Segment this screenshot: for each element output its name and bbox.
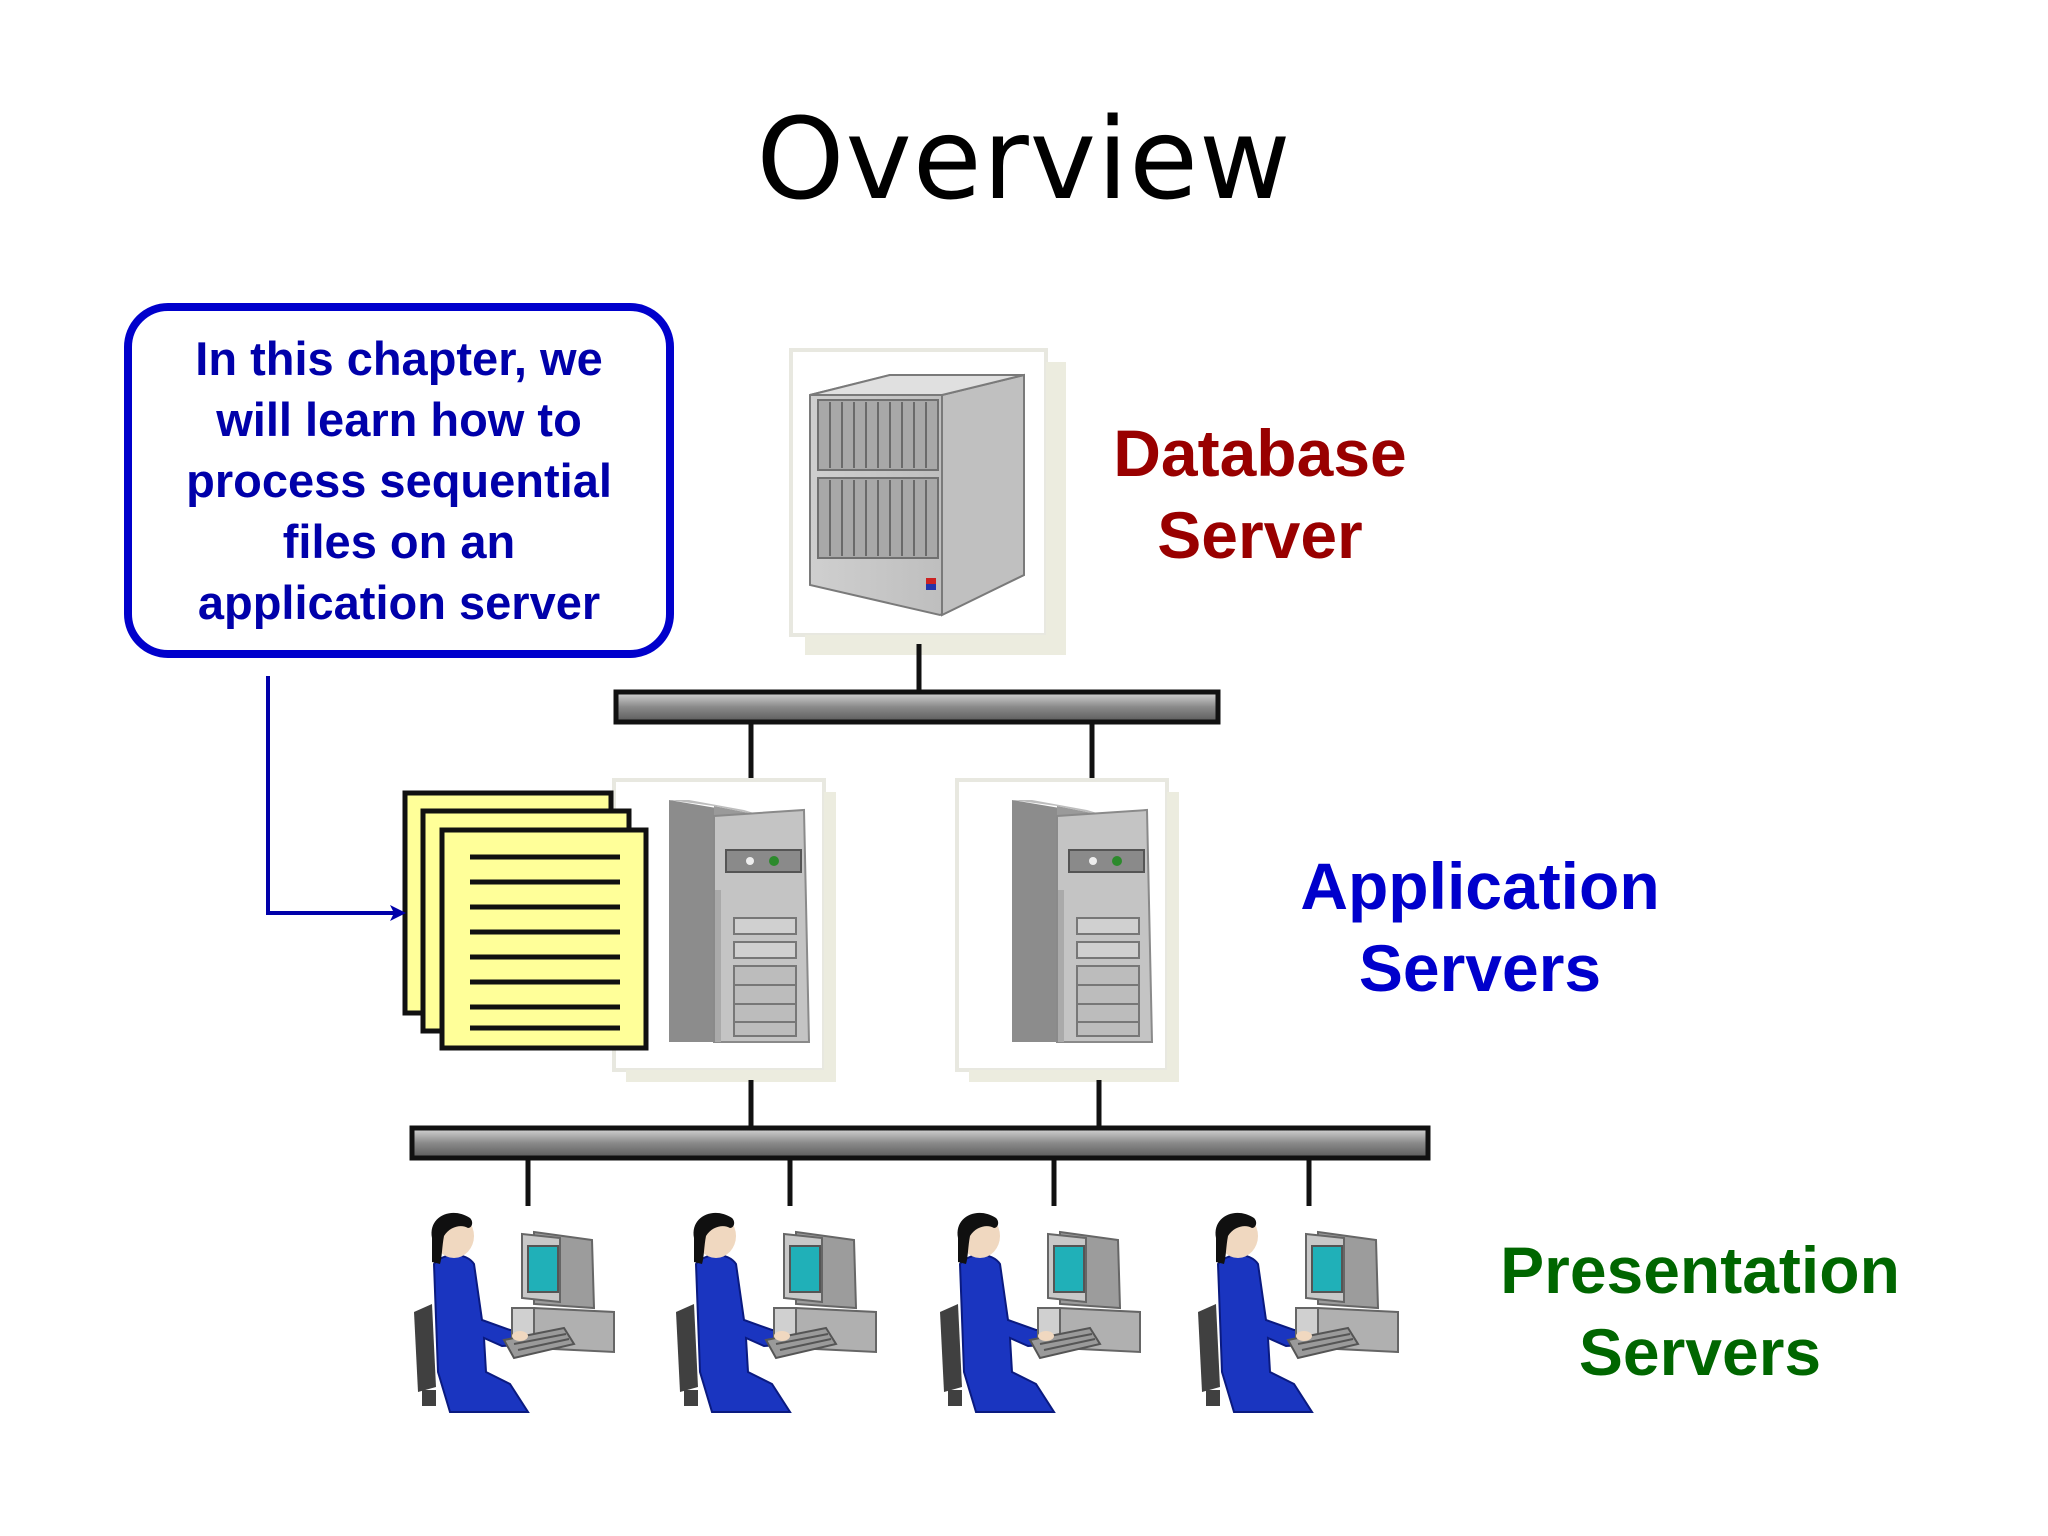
workstation-icon-4: [1197, 1211, 1399, 1413]
callout-line-5: application server: [197, 576, 601, 629]
callout-line-1: In this chapter, we: [195, 332, 603, 385]
database-server-label-line-1: Database: [1113, 416, 1407, 490]
upper-network-bus: [613, 689, 1221, 725]
database-server-icon: [789, 348, 1066, 655]
application-servers-label: Application Servers: [1270, 845, 1690, 1009]
database-server-label-line-2: Server: [1157, 498, 1363, 572]
presentation-servers-label: Presentation Servers: [1455, 1229, 1945, 1393]
workstation-icon-3: [939, 1211, 1141, 1413]
callout-line-4: files on an: [282, 515, 516, 568]
callout-line-2: will learn how to: [216, 393, 582, 446]
presentation-servers-label-line-1: Presentation: [1500, 1233, 1900, 1307]
callout-connector-arrow: [266, 676, 406, 921]
application-servers-label-line-1: Application: [1300, 849, 1660, 923]
sequential-files-icon: [402, 790, 649, 1051]
application-server-icon-2: [957, 780, 1179, 1082]
presentation-servers-label-line-2: Servers: [1578, 1315, 1822, 1389]
callout-text: In this chapter, we will learn how to pr…: [144, 328, 654, 633]
workstation-icon-2: [675, 1211, 877, 1413]
workstation-icon-1: [413, 1211, 615, 1413]
application-servers-label-line-2: Servers: [1358, 931, 1602, 1005]
slide-title: Overview: [756, 95, 1292, 225]
lower-network-bus: [409, 1125, 1431, 1161]
chapter-callout: In this chapter, we will learn how to pr…: [124, 303, 674, 658]
database-server-label: Database Server: [1080, 412, 1440, 576]
callout-line-3: process sequential: [186, 454, 612, 507]
